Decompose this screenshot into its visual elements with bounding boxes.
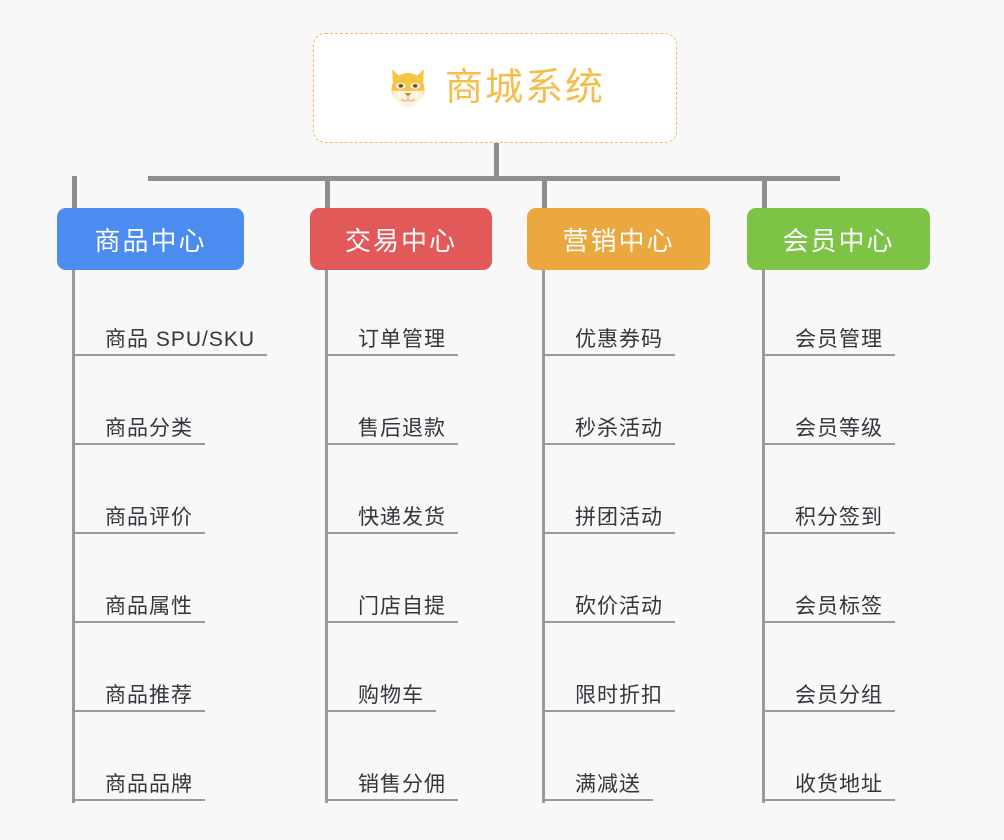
leaf-item-underline (762, 799, 895, 801)
leaf-item-label: 拼团活动 (575, 506, 663, 529)
leaf-item-label: 会员管理 (795, 328, 883, 351)
leaf-item-label: 购物车 (358, 684, 424, 707)
leaf-item-underline (542, 621, 675, 623)
category-header-4[interactable]: 会员中心 (747, 208, 930, 270)
leaf-item-label: 商品 SPU/SKU (105, 328, 256, 351)
leaf-item-underline (72, 532, 205, 534)
connector-drop-3 (542, 176, 547, 208)
leaf-item-label: 秒杀活动 (575, 417, 663, 440)
root-title: 商城系统 (444, 67, 605, 109)
category-header-label: 营销中心 (562, 225, 675, 256)
shiba-dog-face-icon (385, 65, 431, 111)
leaf-item-underline (325, 443, 458, 445)
leaf-item-underline (762, 710, 895, 712)
leaf-item-underline (542, 532, 675, 534)
leaf-item-underline (72, 799, 205, 801)
leaf-item-underline (325, 710, 436, 712)
leaf-item-underline (762, 354, 895, 356)
category-header-label: 商品中心 (94, 225, 207, 256)
leaf-item-underline (325, 532, 458, 534)
leaf-item-underline (542, 710, 675, 712)
leaf-item-label: 满减送 (575, 773, 641, 796)
leaf-item-underline (542, 354, 675, 356)
category-header-1[interactable]: 商品中心 (57, 208, 244, 270)
leaf-item-label: 限时折扣 (575, 684, 663, 707)
connector-drop-4 (762, 176, 767, 208)
leaf-item-underline (72, 710, 205, 712)
leaf-item-label: 砍价活动 (575, 595, 663, 618)
category-header-label: 交易中心 (344, 225, 457, 256)
branch-trunk-1 (72, 270, 75, 803)
leaf-item-label: 订单管理 (358, 328, 446, 351)
leaf-item-underline (325, 621, 458, 623)
leaf-item-label: 商品推荐 (105, 684, 193, 707)
leaf-item-label: 快递发货 (358, 506, 446, 529)
root-node[interactable]: 商城系统 (313, 33, 677, 143)
leaf-item-underline (72, 443, 205, 445)
branch-trunk-2 (325, 270, 328, 803)
leaf-item-underline (72, 621, 205, 623)
category-header-3[interactable]: 营销中心 (527, 208, 710, 270)
leaf-item-underline (762, 532, 895, 534)
leaf-item-label: 销售分佣 (358, 773, 446, 796)
leaf-item-label: 收货地址 (795, 773, 883, 796)
leaf-item-label: 门店自提 (358, 595, 446, 618)
leaf-item-underline (762, 621, 895, 623)
connector-root-stem (494, 143, 499, 179)
leaf-item-underline (325, 354, 458, 356)
connector-drop-1 (72, 176, 77, 208)
leaf-item-underline (542, 443, 675, 445)
leaf-item-label: 会员等级 (795, 417, 883, 440)
leaf-item-underline (542, 799, 653, 801)
branch-trunk-3 (542, 270, 545, 803)
leaf-item-underline (325, 799, 458, 801)
leaf-item-label: 商品评价 (105, 506, 193, 529)
category-header-label: 会员中心 (782, 225, 895, 256)
leaf-item-label: 商品品牌 (105, 773, 193, 796)
leaf-item-label: 积分签到 (795, 506, 883, 529)
leaf-item-label: 会员分组 (795, 684, 883, 707)
leaf-item-label: 售后退款 (358, 417, 446, 440)
leaf-item-label: 优惠券码 (575, 328, 663, 351)
branch-trunk-4 (762, 270, 765, 803)
connector-horizontal-bar (148, 176, 840, 181)
leaf-item-underline (72, 354, 267, 356)
leaf-item-label: 商品属性 (105, 595, 193, 618)
leaf-item-label: 会员标签 (795, 595, 883, 618)
category-header-2[interactable]: 交易中心 (310, 208, 492, 270)
leaf-item-underline (762, 443, 895, 445)
connector-drop-2 (325, 176, 330, 208)
leaf-item-label: 商品分类 (105, 417, 193, 440)
